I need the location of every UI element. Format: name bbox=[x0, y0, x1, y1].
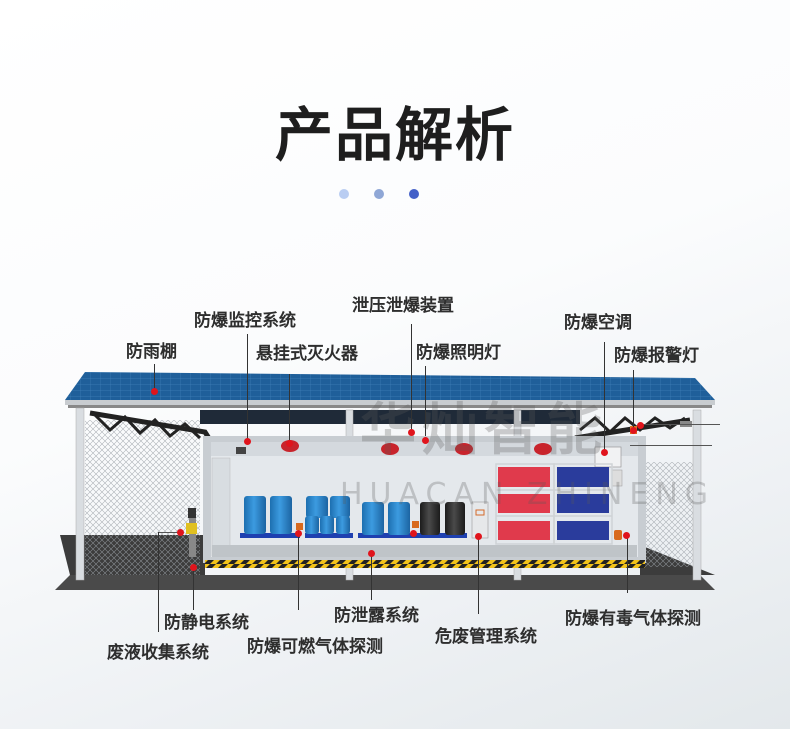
leader-line-leak bbox=[371, 554, 372, 600]
dot-3 bbox=[409, 189, 419, 199]
leader-line-combustible bbox=[298, 534, 299, 610]
label-pressure-relief: 泄压泄爆装置 bbox=[352, 296, 454, 316]
leader-hline-2 bbox=[630, 445, 712, 446]
label-lighting: 防爆照明灯 bbox=[416, 343, 501, 363]
marker-anti-static[interactable] bbox=[177, 529, 184, 536]
watermark-en: HUACAN ZHINENG bbox=[340, 477, 716, 512]
leader-line-static bbox=[193, 566, 194, 610]
label-toxic-gas: 防爆有毒气体探测 bbox=[565, 609, 701, 629]
marker-combustible[interactable] bbox=[295, 530, 302, 537]
label-alarm-light: 防爆报警灯 bbox=[614, 346, 699, 366]
leader-line-hazardous bbox=[478, 536, 479, 614]
dot-1 bbox=[339, 189, 349, 199]
label-anti-static: 防静电系统 bbox=[164, 613, 249, 633]
marker-combustible-2[interactable] bbox=[410, 530, 417, 537]
marker-leak[interactable] bbox=[368, 550, 375, 557]
page-title: 产品解析 bbox=[274, 101, 515, 169]
label-combustible-gas: 防爆可燃气体探测 bbox=[247, 637, 383, 657]
leader-line-monitoring bbox=[247, 334, 248, 440]
leader-hline-1 bbox=[640, 424, 720, 425]
marker-ac[interactable] bbox=[601, 449, 608, 456]
leader-line-pressure-relief bbox=[411, 324, 412, 431]
label-air-conditioner: 防爆空调 bbox=[564, 313, 632, 333]
marker-alarm-2[interactable] bbox=[637, 422, 644, 429]
leader-line-extinguisher bbox=[289, 374, 290, 444]
marker-rain-shed[interactable] bbox=[151, 388, 158, 395]
leader-line-toxic bbox=[627, 535, 628, 593]
label-rain-shed: 防雨棚 bbox=[126, 342, 177, 362]
marker-alarm[interactable] bbox=[630, 427, 637, 434]
watermark-cn: 华灿智能 bbox=[360, 398, 608, 463]
leader-line-lighting bbox=[425, 366, 426, 436]
marker-monitoring[interactable] bbox=[244, 438, 251, 445]
marker-toxic[interactable] bbox=[623, 532, 630, 539]
leader-line-rain-shed bbox=[154, 364, 155, 390]
leader-line-ac bbox=[604, 342, 605, 452]
dot-2 bbox=[374, 189, 384, 199]
leader-line-waste-liquid bbox=[158, 532, 159, 632]
label-extinguisher: 悬挂式灭火器 bbox=[256, 344, 358, 364]
label-hazardous-waste: 危废管理系统 bbox=[435, 627, 537, 647]
marker-lighting[interactable] bbox=[422, 437, 429, 444]
label-waste-liquid: 废液收集系统 bbox=[107, 643, 209, 663]
marker-waste-liquid[interactable] bbox=[190, 564, 197, 571]
leader-line-alarm bbox=[633, 370, 634, 430]
leader-hline-static bbox=[158, 532, 180, 533]
label-leak-proof: 防泄露系统 bbox=[334, 606, 419, 626]
pagination-dots bbox=[339, 189, 419, 199]
marker-pressure-relief[interactable] bbox=[408, 429, 415, 436]
marker-extinguisher[interactable] bbox=[286, 440, 293, 447]
marker-hazardous[interactable] bbox=[475, 533, 482, 540]
label-monitoring: 防爆监控系统 bbox=[194, 311, 296, 331]
